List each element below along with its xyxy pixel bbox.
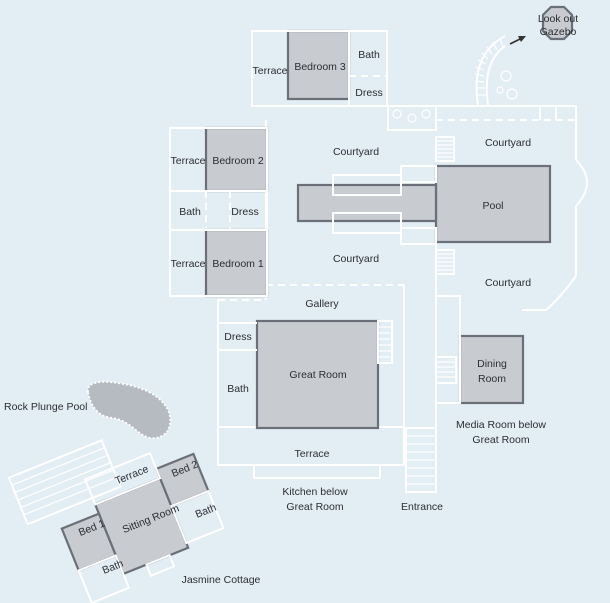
bedroom-3-label: Bedroom 3 [294,61,346,73]
pool-surrounds [332,165,437,245]
terrace-south-label: Terrace [294,448,329,460]
spiral-stair [474,35,506,106]
stairs-ne [435,136,455,162]
pool-channel [296,183,438,223]
gazebo-label-1: Look out [538,13,578,25]
terrace-b2-label: Terrace [170,155,205,167]
dining-label-1: Dining [477,358,507,370]
dress-gr-label: Dress [224,331,251,343]
rock-pool-label: Rock Plunge Pool [4,401,87,413]
jasmine-cottage-label: Jasmine Cottage [182,574,261,586]
stairs-e [435,249,455,275]
plant-icon [496,70,518,100]
dining-label-2: Room [478,373,506,385]
dress-b3-label: Dress [355,87,382,99]
gazebo-label-2: Gazebo [540,26,577,38]
courtyard-north-label: Courtyard [333,146,379,158]
dress-mid-label: Dress [231,206,258,218]
kitchen-label-2: Great Room [286,501,343,513]
courtyard-center-label: Courtyard [333,253,379,265]
bath-gr-label: Bath [227,383,249,395]
great-room-walls [218,299,393,364]
pool-label: Pool [482,200,503,212]
bedroom-1-walls [169,229,268,297]
media-label-2: Great Room [472,434,529,446]
great-room[interactable] [255,319,380,430]
bath-mid-label: Bath [179,206,201,218]
kitchen-label-1: Kitchen below [282,486,348,498]
great-room-label: Great Room [289,369,346,381]
entrance-label[interactable]: Entrance [401,501,443,513]
pool[interactable] [434,164,552,244]
media-label-1: Media Room below [456,419,546,431]
north-arrow-icon [509,36,526,45]
gazebo-octagon[interactable] [541,5,574,41]
gallery-label: Gallery [305,298,339,310]
bedroom-3-walls [251,30,388,107]
courtyard-east-label: Courtyard [485,277,531,289]
deck-boards [11,447,117,516]
plant-icon [392,109,431,123]
cottage-bath2-label: Bath [194,502,219,521]
dining-walls [435,295,461,404]
terrace-top-label: Terrace [252,65,287,77]
bath-b3-label: Bath [358,49,380,61]
bedroom-2-label: Bedroom 2 [212,155,264,167]
terrace-b1-label: Terrace [170,258,205,270]
entrance-stairs [405,427,437,493]
rock-plunge-pool[interactable] [86,380,172,440]
courtyard-ne-label: Courtyard [485,137,531,149]
bedroom-1-label: Bedroom 1 [212,258,264,270]
dining-room[interactable] [458,334,525,405]
jasmine-cottage [7,439,225,603]
bedroom-2[interactable] [204,126,269,193]
